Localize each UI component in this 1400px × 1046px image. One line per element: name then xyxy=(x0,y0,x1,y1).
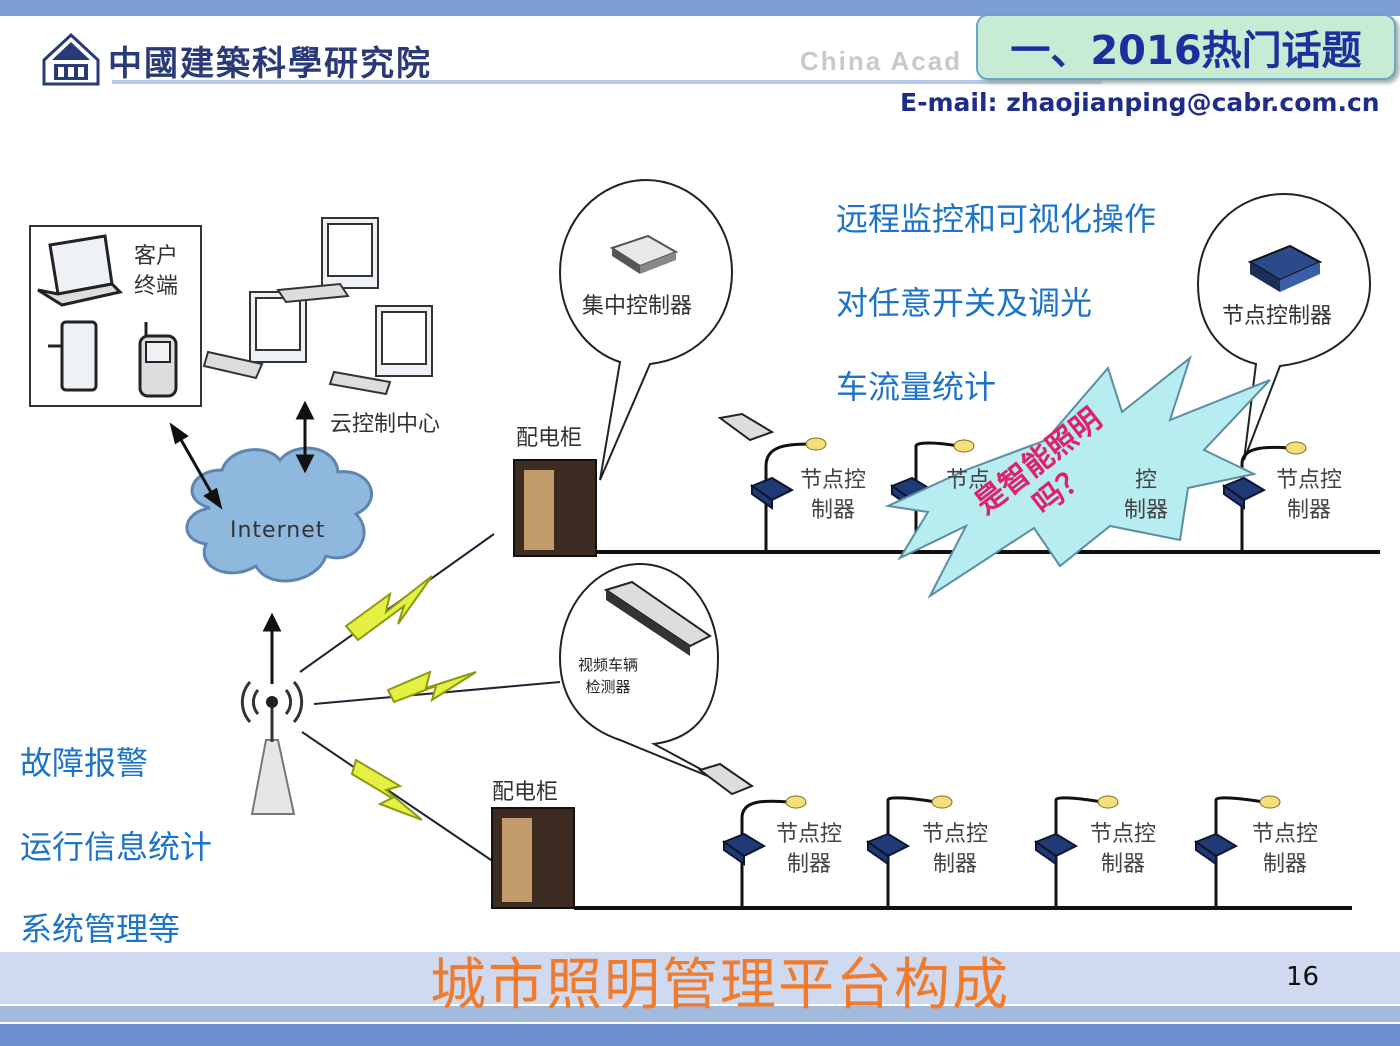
node-controller-label: 节点控制器 xyxy=(1276,468,1343,523)
video-detector-icon xyxy=(603,412,775,796)
academy-logo-icon xyxy=(42,32,100,86)
org-english-name: China Acad xyxy=(800,46,963,76)
node-controller-label: 节点控制器 xyxy=(800,468,867,523)
central-controller-bubble xyxy=(558,178,734,481)
node-controller-label: 节点控制器 xyxy=(1252,822,1319,877)
footer-band-3 xyxy=(0,1024,1400,1046)
node-controller-label: 节点 xyxy=(946,468,991,493)
node-controller-label: 节点控制器 xyxy=(776,822,843,877)
starburst-callout xyxy=(884,355,1271,599)
video-detector-bubble xyxy=(558,562,733,787)
feature-switch-dimming: 对任意开关及调光 xyxy=(836,284,1093,322)
laptop-icon xyxy=(37,234,123,307)
footer-band-2 xyxy=(0,1006,1400,1022)
contact-email: E-mail: zhaojianping@cabr.com.cn xyxy=(900,88,1380,117)
node-controller-bubble-label: 节点控制器 xyxy=(1222,304,1333,329)
node-controller-label: 节点控制器 xyxy=(1090,822,1157,877)
node-controller-label: 控制器 xyxy=(1124,468,1169,523)
node-controller-icon xyxy=(1247,244,1323,292)
org-name: 中國建築科學研究院 xyxy=(108,44,432,84)
feature-system-management: 系统管理等 xyxy=(20,910,181,948)
feature-operation-statistics: 运行信息统计 xyxy=(20,828,213,866)
mobile-phone-icon xyxy=(138,322,178,398)
feature-remote-monitoring: 远程监控和可视化操作 xyxy=(836,200,1157,238)
top-bar xyxy=(0,0,1400,16)
page-title: 城市照明管理平台构成 xyxy=(430,953,1010,1018)
page-number: 16 xyxy=(1286,962,1320,992)
cloud-control-center-label: 云控制中心 xyxy=(330,412,441,437)
antenna-tower-icon xyxy=(240,681,304,815)
street-light-icon xyxy=(740,796,1265,908)
node-controller-icon xyxy=(721,832,1239,866)
cabinet-label-top: 配电柜 xyxy=(516,426,583,451)
wireless-signal-icon xyxy=(344,575,477,821)
node-controller-bubble xyxy=(1196,192,1372,461)
node-controller-label: 节点控制器 xyxy=(922,822,989,877)
feature-traffic-statistics: 车流量统计 xyxy=(836,368,997,406)
cabinet-label-bottom: 配电柜 xyxy=(492,780,559,805)
central-controller-label: 集中控制器 xyxy=(582,294,693,319)
header-divider xyxy=(112,80,1102,84)
internet-label: Internet xyxy=(230,518,326,543)
client-terminal-label: 客户 终端 xyxy=(134,244,179,299)
topic-badge: 一、2016热门话题 xyxy=(976,14,1396,80)
feature-fault-alarm: 故障报警 xyxy=(20,744,149,782)
distribution-cabinet-icon xyxy=(491,459,597,909)
footer-band xyxy=(0,952,1400,1004)
video-vehicle-detector-label: 视频车辆 检测器 xyxy=(578,656,639,696)
central-controller-icon xyxy=(609,234,679,274)
tablet-icon xyxy=(48,320,98,392)
internet-cloud-icon xyxy=(185,446,374,583)
computer-monitor-icon xyxy=(202,217,433,396)
